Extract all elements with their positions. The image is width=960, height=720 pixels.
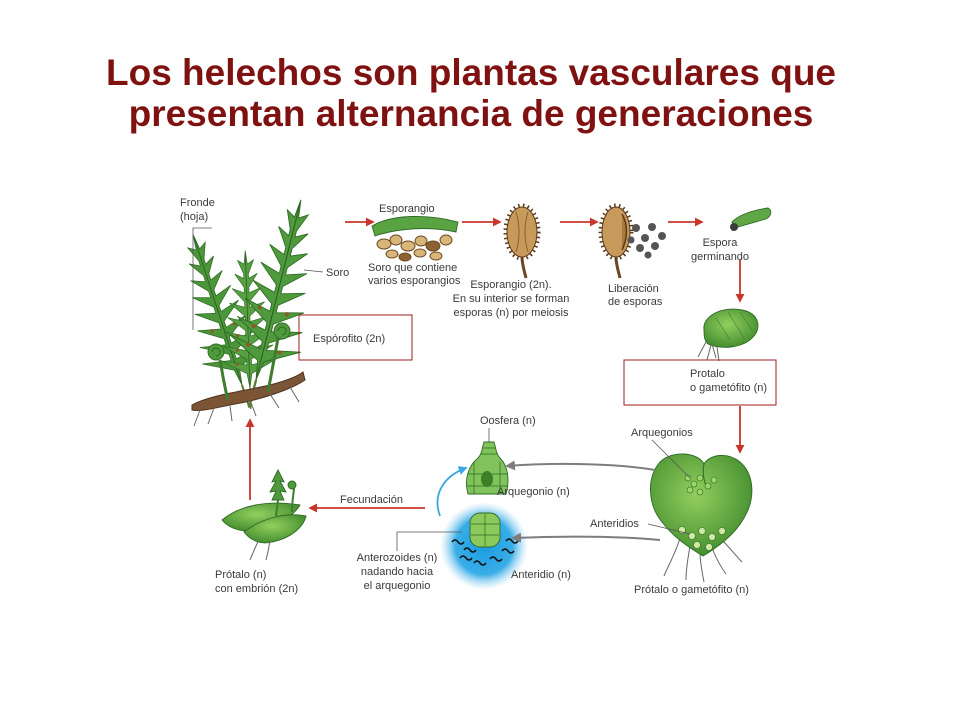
antherozoids: [451, 538, 519, 566]
fiddlehead-right: [266, 322, 291, 393]
label-esporangio-detail-3: esporas (n) por meiosis: [454, 307, 569, 319]
label-esporangio-detail-1: Esporangio (2n).: [470, 279, 551, 291]
anteridios-leader-line: [647, 523, 691, 535]
label-soro-desc-2: varios esporangios: [368, 275, 461, 287]
embryo-frond: [269, 468, 287, 501]
antheridium-detail-illustration: [440, 502, 528, 590]
label-protalo-box-2: o gametófito (n): [690, 382, 767, 394]
fronde-bracket: [192, 227, 212, 330]
label-anteridio: Anteridio (n): [511, 569, 571, 581]
arrow-sperm-to-archegonium: [436, 466, 468, 517]
sorus-illustration: [371, 216, 459, 262]
label-protalo-gametofito: Prótalo o gametófito (n): [634, 584, 749, 596]
sporophyte-fern-illustration: [162, 189, 338, 427]
label-espora: Espora: [703, 237, 739, 249]
label-protalo-embrion-1: Prótalo (n): [215, 569, 266, 581]
antheridia-cluster: [678, 526, 726, 551]
gametophyte-illustration: [650, 453, 753, 583]
title-line-2: presentan alternancia de generaciones: [129, 93, 814, 134]
arquegonios-leader-line: [651, 439, 691, 479]
label-soro: Soro: [326, 267, 349, 279]
spore-release-illustration: [598, 203, 666, 279]
label-oosfera: Oosfera (n): [480, 415, 536, 427]
label-arquegonios: Arquegonios: [631, 427, 693, 439]
archegonia-cluster: [684, 474, 718, 496]
label-esporangio-detail-2: En su interior se forman: [453, 293, 570, 305]
label-esporofito: Espórofito (2n): [313, 333, 385, 345]
label-fronde: Fronde: [180, 197, 215, 209]
label-germinando: germinando: [691, 251, 749, 263]
fiddlehead-left: [207, 343, 230, 401]
label-arquegonio: Arquegonio (n): [497, 486, 570, 498]
label-liberacion-1: Liberación: [608, 283, 659, 295]
label-soro-desc-1: Soro que contiene: [368, 262, 457, 274]
sporophyte-label-box: [298, 314, 413, 361]
arrow-to-archegonium-detail: [505, 460, 656, 471]
gametophyte-label-box: [623, 359, 777, 406]
germinating-spore-illustration: [730, 207, 772, 231]
label-anteridios: Anteridios: [590, 518, 639, 530]
label-anterozoides-2: nadando hacia: [361, 566, 434, 578]
rhizome: [191, 371, 306, 411]
label-esporangio: Esporangio: [379, 203, 435, 215]
label-anterozoides-1: Anterozoides (n): [357, 552, 438, 564]
label-hoja: (hoja): [180, 211, 208, 223]
label-protalo-embrion-2: con embrión (2n): [215, 583, 298, 595]
sporangium-illustration: [503, 203, 541, 279]
soro-leader-line: [303, 269, 324, 273]
prothallus-embryo-illustration: [221, 468, 307, 561]
anterozoides-leader-line: [396, 531, 462, 551]
arrow-to-antheridium-detail: [511, 532, 661, 543]
label-anterozoides-3: el arquegonio: [364, 580, 431, 592]
rhizome-roots: [193, 386, 300, 427]
label-protalo-box-1: Protalo: [690, 368, 725, 380]
young-prothallus-illustration: [697, 308, 759, 362]
label-fecundacion: Fecundación: [340, 494, 403, 506]
label-liberacion-2: de esporas: [608, 296, 663, 308]
title-line-1: Los helechos son plantas vasculares que: [106, 52, 836, 93]
life-cycle-arrows: [245, 217, 745, 543]
oosphere: [481, 471, 493, 487]
